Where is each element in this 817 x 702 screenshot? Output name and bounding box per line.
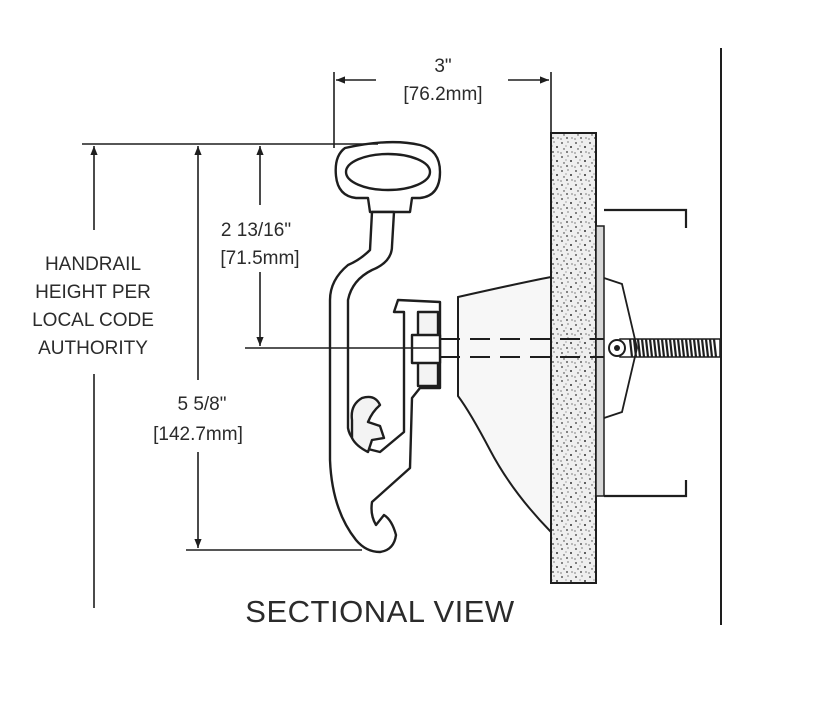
handrail-height-note: HANDRAIL HEIGHT PER LOCAL CODE AUTHORITY — [32, 254, 154, 359]
upper-dim-mm: [71.5mm] — [220, 248, 299, 269]
total-dim-mm: [142.7mm] — [153, 424, 243, 445]
wall-section — [550, 132, 605, 584]
anchor-bolt — [603, 277, 721, 419]
handrail-profile — [328, 140, 442, 554]
dimension-lines — [82, 72, 552, 608]
upper-dim-inches: 2 13/16" — [221, 220, 291, 241]
diagram-caption: SECTIONAL VIEW — [245, 594, 515, 629]
note-line-3: LOCAL CODE — [32, 310, 154, 331]
note-line-1: HANDRAIL — [45, 254, 141, 275]
width-dim-mm: [76.2mm] — [403, 84, 482, 105]
bolt-hidden-lines — [440, 338, 604, 358]
total-dim-inches: 5 5/8" — [177, 394, 226, 415]
note-line-4: AUTHORITY — [38, 338, 148, 359]
mounting-bracket — [457, 275, 552, 535]
stud-bracket — [604, 208, 688, 498]
width-dim-inches: 3" — [434, 56, 451, 77]
note-line-2: HEIGHT PER — [35, 282, 151, 303]
